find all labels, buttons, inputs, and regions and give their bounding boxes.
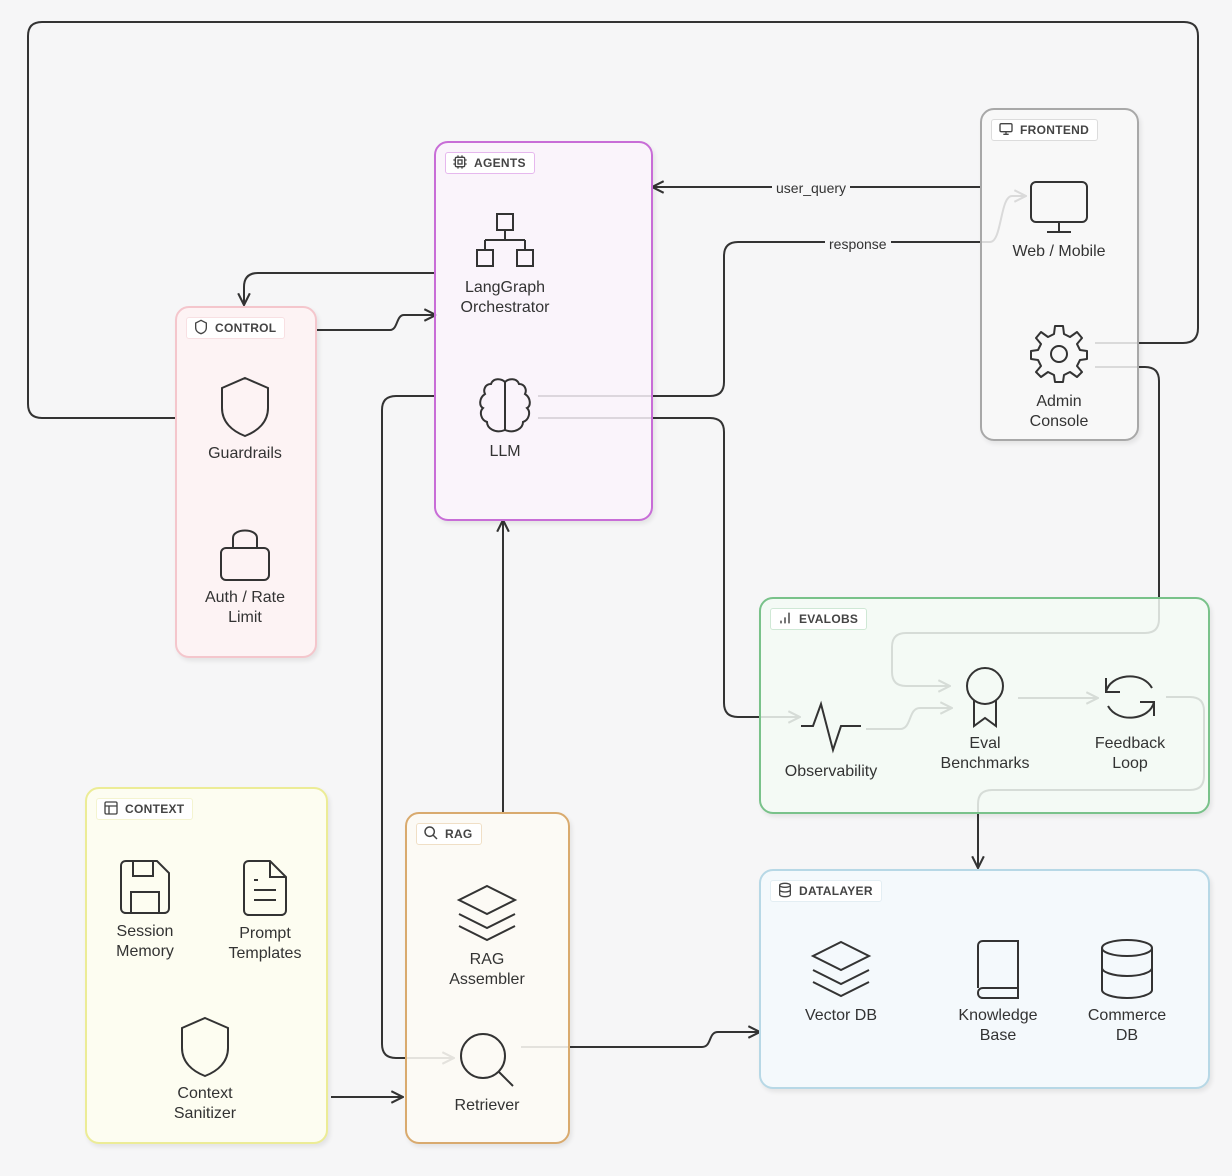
node-rag-assembler[interactable]: RAG Assembler <box>422 882 552 990</box>
edge-control-to-orchestrator <box>316 315 436 331</box>
refresh-icon <box>1098 666 1162 728</box>
node-vector-db[interactable]: Vector DB <box>776 938 906 1026</box>
search-icon <box>423 825 439 844</box>
edge-agents-to-control <box>244 272 436 305</box>
node-observability[interactable]: Observability <box>766 696 896 782</box>
group-label-frontend: FRONTEND <box>991 119 1099 141</box>
database-icon <box>777 882 793 901</box>
lock-icon <box>217 522 273 582</box>
hierarchy-icon <box>473 212 537 272</box>
search-icon <box>457 1030 517 1090</box>
node-knowledge-base[interactable]: Knowledge Base <box>933 938 1063 1046</box>
layers-icon <box>455 882 519 944</box>
shield-icon <box>193 319 209 338</box>
node-admin-console[interactable]: Admin Console <box>994 322 1124 432</box>
group-rag: RAG <box>405 812 570 1144</box>
database-icon <box>1098 938 1156 1000</box>
node-prompt-templates[interactable]: Prompt Templates <box>200 858 330 964</box>
group-agents: AGENTS <box>434 141 653 521</box>
layers-icon <box>809 938 873 1000</box>
node-context-sanitizer[interactable]: Context Sanitizer <box>140 1016 270 1124</box>
pulse-icon <box>799 696 863 756</box>
group-label-control: CONTROL <box>186 317 286 339</box>
file-text-icon <box>240 858 290 918</box>
edge-admin-to-guardrails <box>27 21 1199 418</box>
edge-llm-to-observability <box>538 417 800 717</box>
edge-agents-to-retriever <box>381 395 454 1058</box>
group-label-agents: AGENTS <box>445 152 535 174</box>
monitor-icon <box>998 121 1014 140</box>
node-feedback-loop[interactable]: Feedback Loop <box>1065 666 1195 774</box>
award-icon <box>960 666 1010 728</box>
group-context: CONTEXT <box>85 787 328 1144</box>
edge-retriever-to-datalayer <box>521 1032 760 1048</box>
group-label-rag: RAG <box>416 823 482 845</box>
node-llm[interactable]: LLM <box>440 376 570 462</box>
group-label-evalobs: EVALOBS <box>770 608 868 630</box>
gear-icon <box>1027 322 1091 386</box>
node-retriever[interactable]: Retriever <box>422 1030 552 1116</box>
shield-icon <box>178 1016 232 1078</box>
node-commerce-db[interactable]: Commerce DB <box>1062 938 1192 1046</box>
book-icon <box>972 938 1024 1000</box>
group-label-context: CONTEXT <box>96 798 194 820</box>
monitor-icon <box>1027 180 1091 236</box>
node-orchestrator[interactable]: LangGraph Orchestrator <box>440 212 570 318</box>
edge-label-response: response <box>825 236 891 252</box>
brain-icon <box>473 376 537 436</box>
node-web-mobile[interactable]: Web / Mobile <box>994 180 1124 262</box>
group-control: CONTROL <box>175 306 317 658</box>
bar-chart-icon <box>777 610 793 629</box>
group-label-datalayer: DATALAYER <box>770 880 882 902</box>
group-frontend: FRONTEND <box>980 108 1139 441</box>
cpu-icon <box>452 154 468 173</box>
node-session-memory[interactable]: Session Memory <box>80 858 210 962</box>
save-icon <box>117 858 173 916</box>
group-datalayer: DATALAYER <box>759 869 1210 1089</box>
node-auth-rate-limit[interactable]: Auth / Rate Limit <box>180 522 310 628</box>
node-eval-benchmarks[interactable]: Eval Benchmarks <box>920 666 1050 774</box>
shield-icon <box>218 376 272 438</box>
edge-label-user-query: user_query <box>772 180 851 196</box>
node-guardrails[interactable]: Guardrails <box>180 376 310 464</box>
group-evalobs: EVALOBS <box>759 597 1210 814</box>
layout-icon <box>103 800 119 819</box>
